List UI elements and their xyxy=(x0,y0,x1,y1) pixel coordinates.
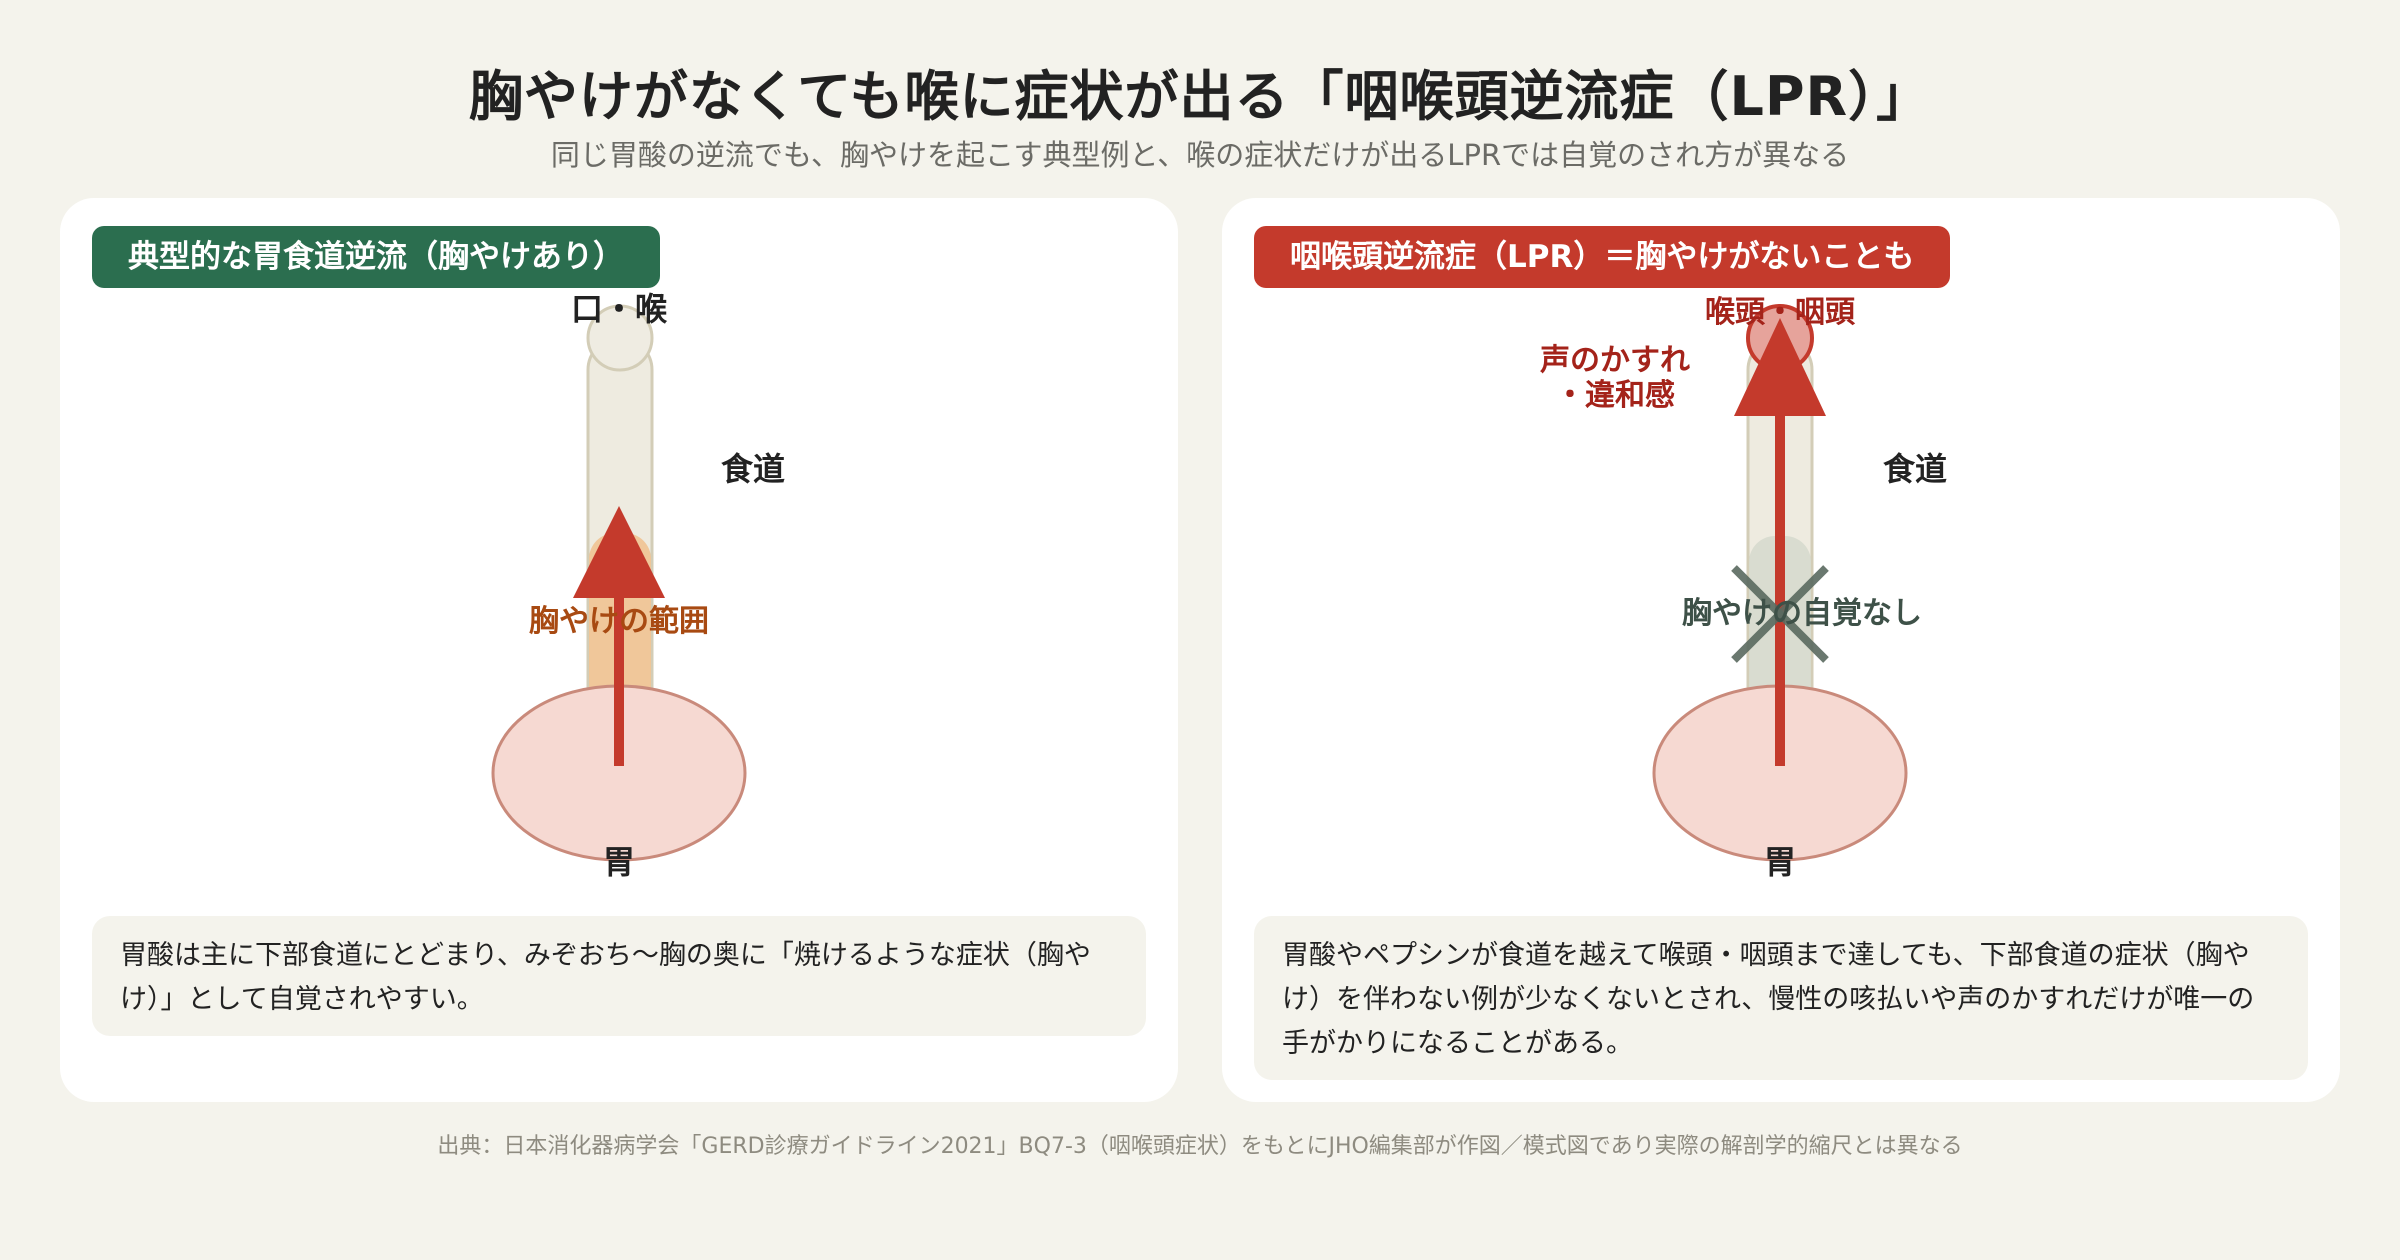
label-stomach: 胃 xyxy=(1764,843,1796,881)
description-typical-gerd: 胃酸は主に下部食道にとどまり、みぞおち～胸の奥に「焼けるような症状（胸やけ）」と… xyxy=(92,916,1146,1036)
label-heartburn-range: 胸やけの範囲 xyxy=(529,604,709,639)
label-symptom-hoarseness: 声のかすれ xyxy=(1540,343,1690,378)
label-no-heartburn: 胸やけの自覚なし xyxy=(1682,596,1922,631)
label-throat: 口・喉 xyxy=(571,290,668,328)
source-citation: 出典：日本消化器病学会「GERD診療ガイドライン2021」BQ7-3（咽喉頭症状… xyxy=(437,1134,1963,1159)
badge-lpr: 咽喉頭逆流症（LPR）＝胸やけがないことも xyxy=(1254,226,1951,288)
page-title: 胸やけがなくても喉に症状が出る「咽喉頭逆流症（LPR）」 xyxy=(468,65,1932,128)
reflux-arrow-head xyxy=(1734,318,1826,416)
diagram-lpr: 喉頭・咽頭 声のかすれ ・違和感 食道 胸やけの自覚なし 胃 xyxy=(1540,295,1947,881)
panel-typical-gerd: 口・喉 食道 胸やけの範囲 胃 典型的な胃食道逆流（胸やけあり） 胃酸は主に下部… xyxy=(60,198,1178,1102)
reflux-arrow-head xyxy=(573,506,665,598)
label-esophagus: 食道 xyxy=(721,450,785,488)
panel-lpr: 喉頭・咽頭 声のかすれ ・違和感 食道 胸やけの自覚なし 胃 咽喉頭逆流症（LP… xyxy=(1222,198,2340,1102)
cross-mark-line-2 xyxy=(1731,565,1829,663)
page-subtitle: 同じ胃酸の逆流でも、胸やけを起こす典型例と、喉の症状だけが出るLPRでは自覚のさ… xyxy=(550,138,1850,172)
label-symptom-discomfort: ・違和感 xyxy=(1555,378,1675,413)
label-esophagus: 食道 xyxy=(1883,450,1947,488)
description-lpr: 胃酸やペプシンが食道を越えて喉頭・咽頭まで達しても、下部食道の症状（胸やけ）を伴… xyxy=(1254,916,2308,1080)
throat-circle xyxy=(586,304,654,372)
label-larynx-pharynx: 喉頭・咽頭 xyxy=(1705,295,1856,330)
badge-typical-gerd: 典型的な胃食道逆流（胸やけあり） xyxy=(92,226,660,288)
label-stomach: 胃 xyxy=(603,843,635,881)
diagram-typical-gerd: 口・喉 食道 胸やけの範囲 胃 xyxy=(491,290,785,881)
